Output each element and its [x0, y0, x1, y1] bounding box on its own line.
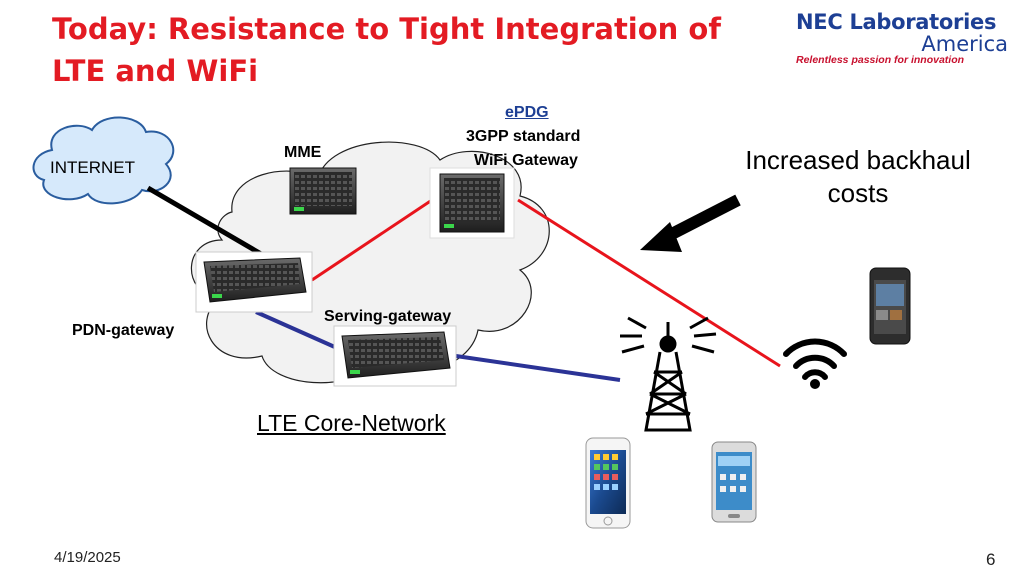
cell-tower-icon — [620, 316, 717, 432]
title-line-1: Today: Resistance to Tight Integration o… — [52, 12, 721, 46]
arrow-icon — [640, 194, 741, 252]
epdg-desc-line-2: WiFi Gateway — [474, 152, 578, 169]
smartphone-icon — [869, 267, 911, 345]
wifi-icon — [783, 338, 847, 389]
nec-logo: NEC Laboratories America Relentless pass… — [796, 10, 1012, 70]
cloud-icon — [32, 116, 175, 205]
lte-core-network-label: LTE Core-Network — [257, 410, 446, 436]
sgw-tower-link — [455, 354, 621, 382]
pdn-gateway-label: PDN-gateway — [72, 322, 175, 339]
pdn-gateway-server-icon — [195, 251, 313, 313]
slide-title: Today: Resistance to Tight Integration o… — [52, 8, 792, 92]
serving-gateway-server-icon — [333, 325, 457, 387]
logo-line-2: America — [921, 32, 1008, 56]
epdg-wifi-link — [517, 198, 781, 368]
serving-gateway-label: Serving-gateway — [324, 308, 452, 325]
pdn-sgw-link — [255, 310, 347, 354]
logo-tagline: Relentless passion for innovation — [796, 54, 965, 66]
slide-date: 4/19/2025 — [54, 549, 121, 566]
pdn-epdg-link — [311, 198, 433, 282]
backhaul-annotation: Increased backhaul costs — [745, 145, 971, 208]
logo-line-1: NEC Laboratories — [796, 10, 997, 34]
smartphone-icon — [585, 437, 631, 529]
page-number: 6 — [986, 550, 996, 569]
smartphone-icon — [711, 441, 757, 523]
internet-link — [146, 185, 270, 261]
mme-label: MME — [284, 144, 322, 161]
internet-cloud — [32, 116, 175, 205]
epdg-label: ePDG — [505, 104, 549, 121]
epdg-desc-line-1: 3GPP standard — [466, 128, 581, 145]
title-line-2: LTE and WiFi — [52, 54, 259, 88]
internet-label: INTERNET — [50, 158, 135, 177]
mme-server-icon — [289, 167, 357, 215]
epdg-server-icon — [429, 167, 515, 239]
